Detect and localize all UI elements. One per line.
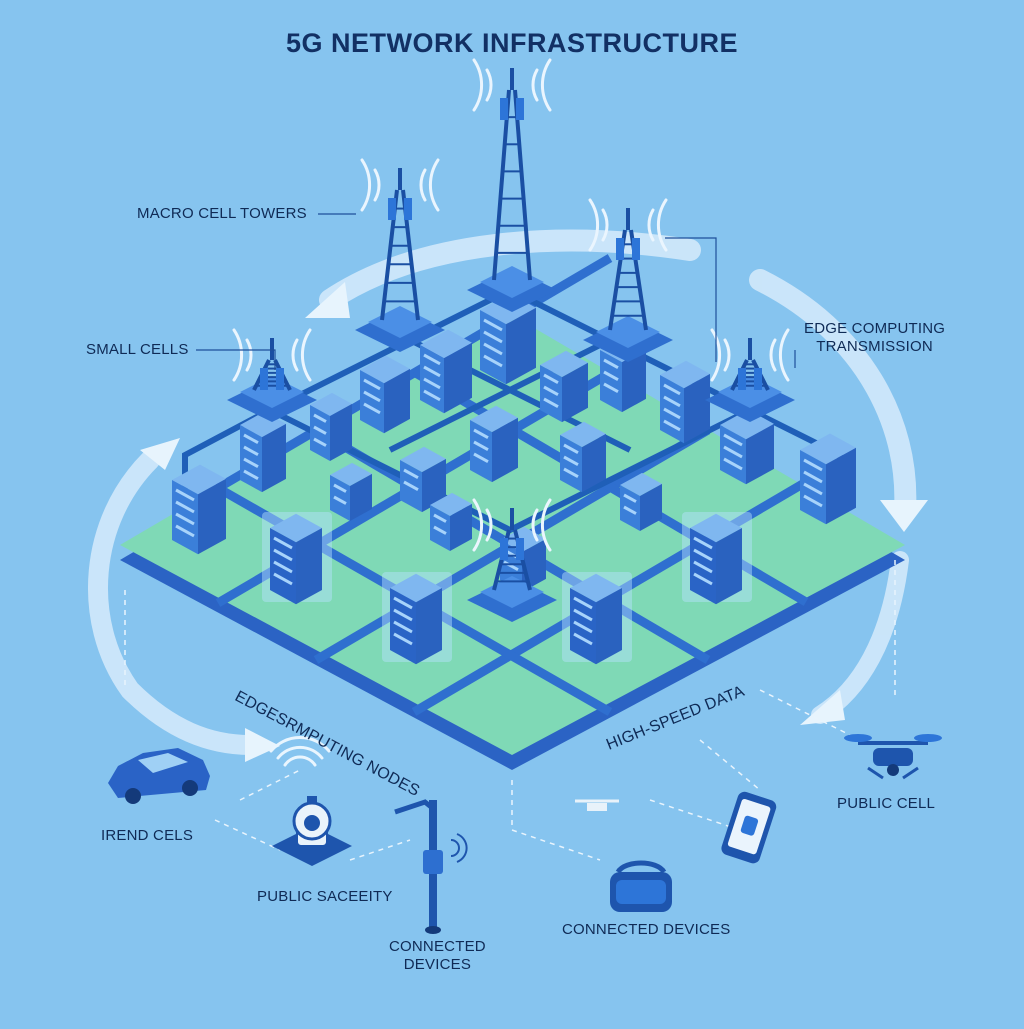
street-pole-icon [394,799,468,934]
device-link [239,769,301,801]
vr-headset-icon [610,860,672,912]
label-macro-cell-towers: MACRO CELL TOWERS [137,205,307,222]
label-connected-devices-pole: CONNECTED DEVICES [389,938,486,973]
arrowhead-right [880,500,928,532]
edge-node-building [270,513,322,605]
label-public-cell: PUBLIC CELL [837,795,936,812]
smartphone-icon [721,791,777,864]
building [240,411,286,493]
building [620,472,662,531]
page-title: 5G NETWORK INFRASTRUCTURE [286,28,738,58]
edge-node-building [570,573,622,665]
towers-group [227,58,795,622]
drone-icon-small [575,799,619,811]
device-link [759,689,851,736]
label-irend-cels: IREND CELS [101,827,194,844]
building [430,492,472,551]
edge-node-building [690,513,742,605]
building [172,464,226,555]
macro-tower-icon [355,158,445,352]
wifi-signal-icon [269,736,331,767]
edge-computing-nodes-group [262,512,752,665]
building [400,446,446,513]
flow-arrow-right [749,269,917,521]
leader-edge-transmission [665,237,717,362]
wifi-signal-icon [588,198,668,252]
wifi-signal-icon [232,328,312,382]
wifi-signal-icon [360,158,440,212]
leader-lines [196,213,796,370]
label-edge-computing-transmission: EDGE COMPUTING TRANSMISSION [804,320,946,355]
building [660,360,710,444]
drone-icon [844,734,942,780]
edge-computing-node [562,572,632,665]
label-connected-devices: CONNECTED DEVICES [562,921,731,938]
macro-tower-icon [583,198,673,362]
small-cell-icon [705,328,795,422]
security-camera-icon [272,796,352,866]
arrowhead-left [245,728,280,762]
arrowhead-top-left [305,282,350,318]
small-cell-icon [467,498,557,622]
small-cell-icon [227,328,317,422]
building [480,293,536,385]
car-icon [108,748,210,804]
building [330,462,372,521]
edge-computing-node [262,512,332,605]
wifi-signal-icon [472,498,552,552]
wifi-signal-icon [472,58,552,112]
device-links [124,560,896,861]
city-platform [120,254,905,770]
arrowhead-lower-right [800,690,845,725]
wifi-signal-icon [710,328,790,382]
building [540,350,588,423]
flow-arrow-heads [140,282,928,762]
building [560,421,606,493]
flow-arrow-left [88,450,260,755]
building [720,409,774,485]
device-link [511,780,601,861]
edge-node-building [390,573,442,665]
network-link [388,327,632,453]
device-link [349,839,411,861]
leader-small-cells [196,349,276,370]
building [800,433,856,525]
device-link [649,799,741,831]
building [310,392,352,461]
building [420,329,472,414]
building [360,355,410,434]
edge-computing-node [382,572,452,665]
macro-tower-icon [467,58,557,312]
arrowhead-left-top [140,438,180,470]
edge-computing-node [682,512,752,605]
device-link [699,739,761,791]
city-buildings [172,293,856,593]
label-small-cells: SMALL CELLS [86,341,189,358]
building [470,405,518,483]
device-link [214,819,281,851]
label-public-saceeity: PUBLIC SACEEITY [257,888,393,905]
